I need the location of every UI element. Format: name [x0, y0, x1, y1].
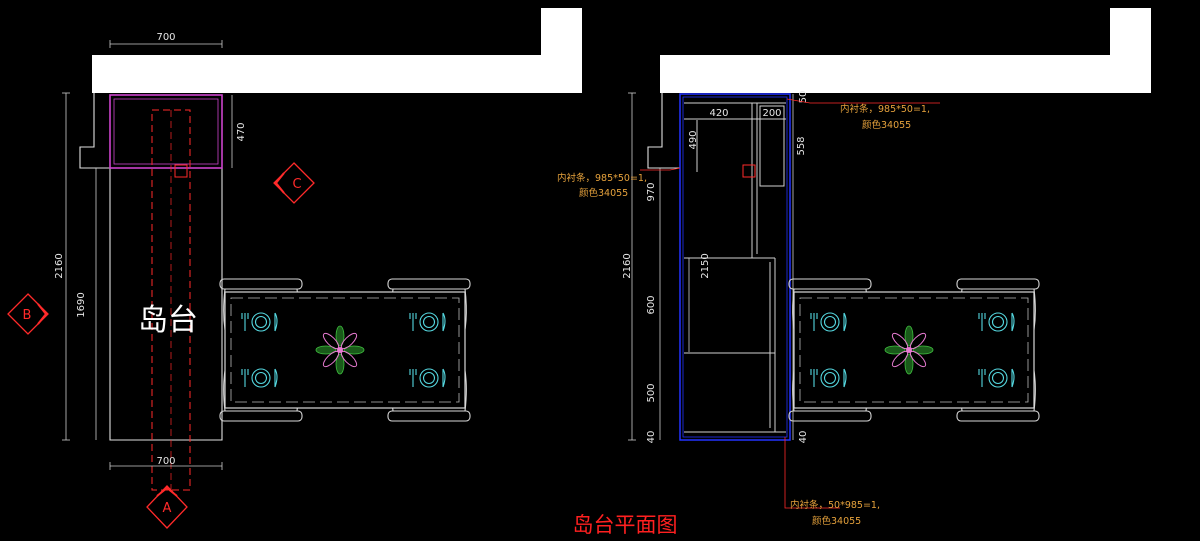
dim-2150: 2150	[700, 253, 711, 278]
marker-a: A	[163, 501, 172, 516]
note-1-line-2: 颜色34055	[579, 187, 628, 199]
marker-c: C	[292, 177, 301, 192]
cabinet-outline	[679, 93, 791, 441]
left-plan: 700 岛台 2160 1690 470 700 A B	[7, 8, 582, 529]
left-wall	[92, 8, 582, 93]
dim-970: 970	[646, 182, 657, 201]
left-cabinet	[109, 94, 223, 169]
dim-470: 470	[236, 122, 247, 141]
right-wall	[660, 8, 1151, 93]
dim-2160-right: 2160	[622, 253, 633, 278]
dim-558: 558	[796, 136, 807, 155]
note-1-line-1: 内衬条，985*50=1,	[557, 172, 647, 184]
note-2-line-1: 内衬条，985*50=1,	[840, 103, 930, 115]
dim-bottom-700: 700	[156, 456, 175, 467]
dim-top-700: 700	[156, 32, 175, 43]
dining-table-left	[220, 279, 470, 421]
marker-b: B	[23, 308, 32, 323]
dim-40-right: 40	[798, 431, 809, 444]
dim-490: 490	[688, 130, 699, 149]
note-3-line-1: 内衬条，50*985=1,	[790, 499, 880, 511]
dim-500: 500	[646, 383, 657, 402]
dim-420: 420	[709, 108, 728, 119]
note-3-line-2: 颜色34055	[812, 515, 861, 527]
section-marker-icon: A	[146, 485, 188, 529]
dim-40-left: 40	[646, 431, 657, 444]
section-marker-icon: B	[7, 293, 49, 335]
drawing-title: 岛台平面图	[573, 513, 678, 537]
island-label: 岛台	[138, 303, 198, 338]
right-plan: 420 200 490 2150 2160 970 600 500 40 50 …	[557, 8, 1151, 527]
dim-600: 600	[646, 295, 657, 314]
dim-2160-left: 2160	[54, 253, 65, 278]
note-2-line-2: 颜色34055	[862, 119, 911, 131]
dim-200: 200	[762, 108, 781, 119]
section-marker-icon: C	[273, 162, 315, 204]
dim-50: 50	[798, 91, 809, 104]
dining-table-right	[789, 279, 1039, 421]
dim-1690: 1690	[76, 292, 87, 317]
